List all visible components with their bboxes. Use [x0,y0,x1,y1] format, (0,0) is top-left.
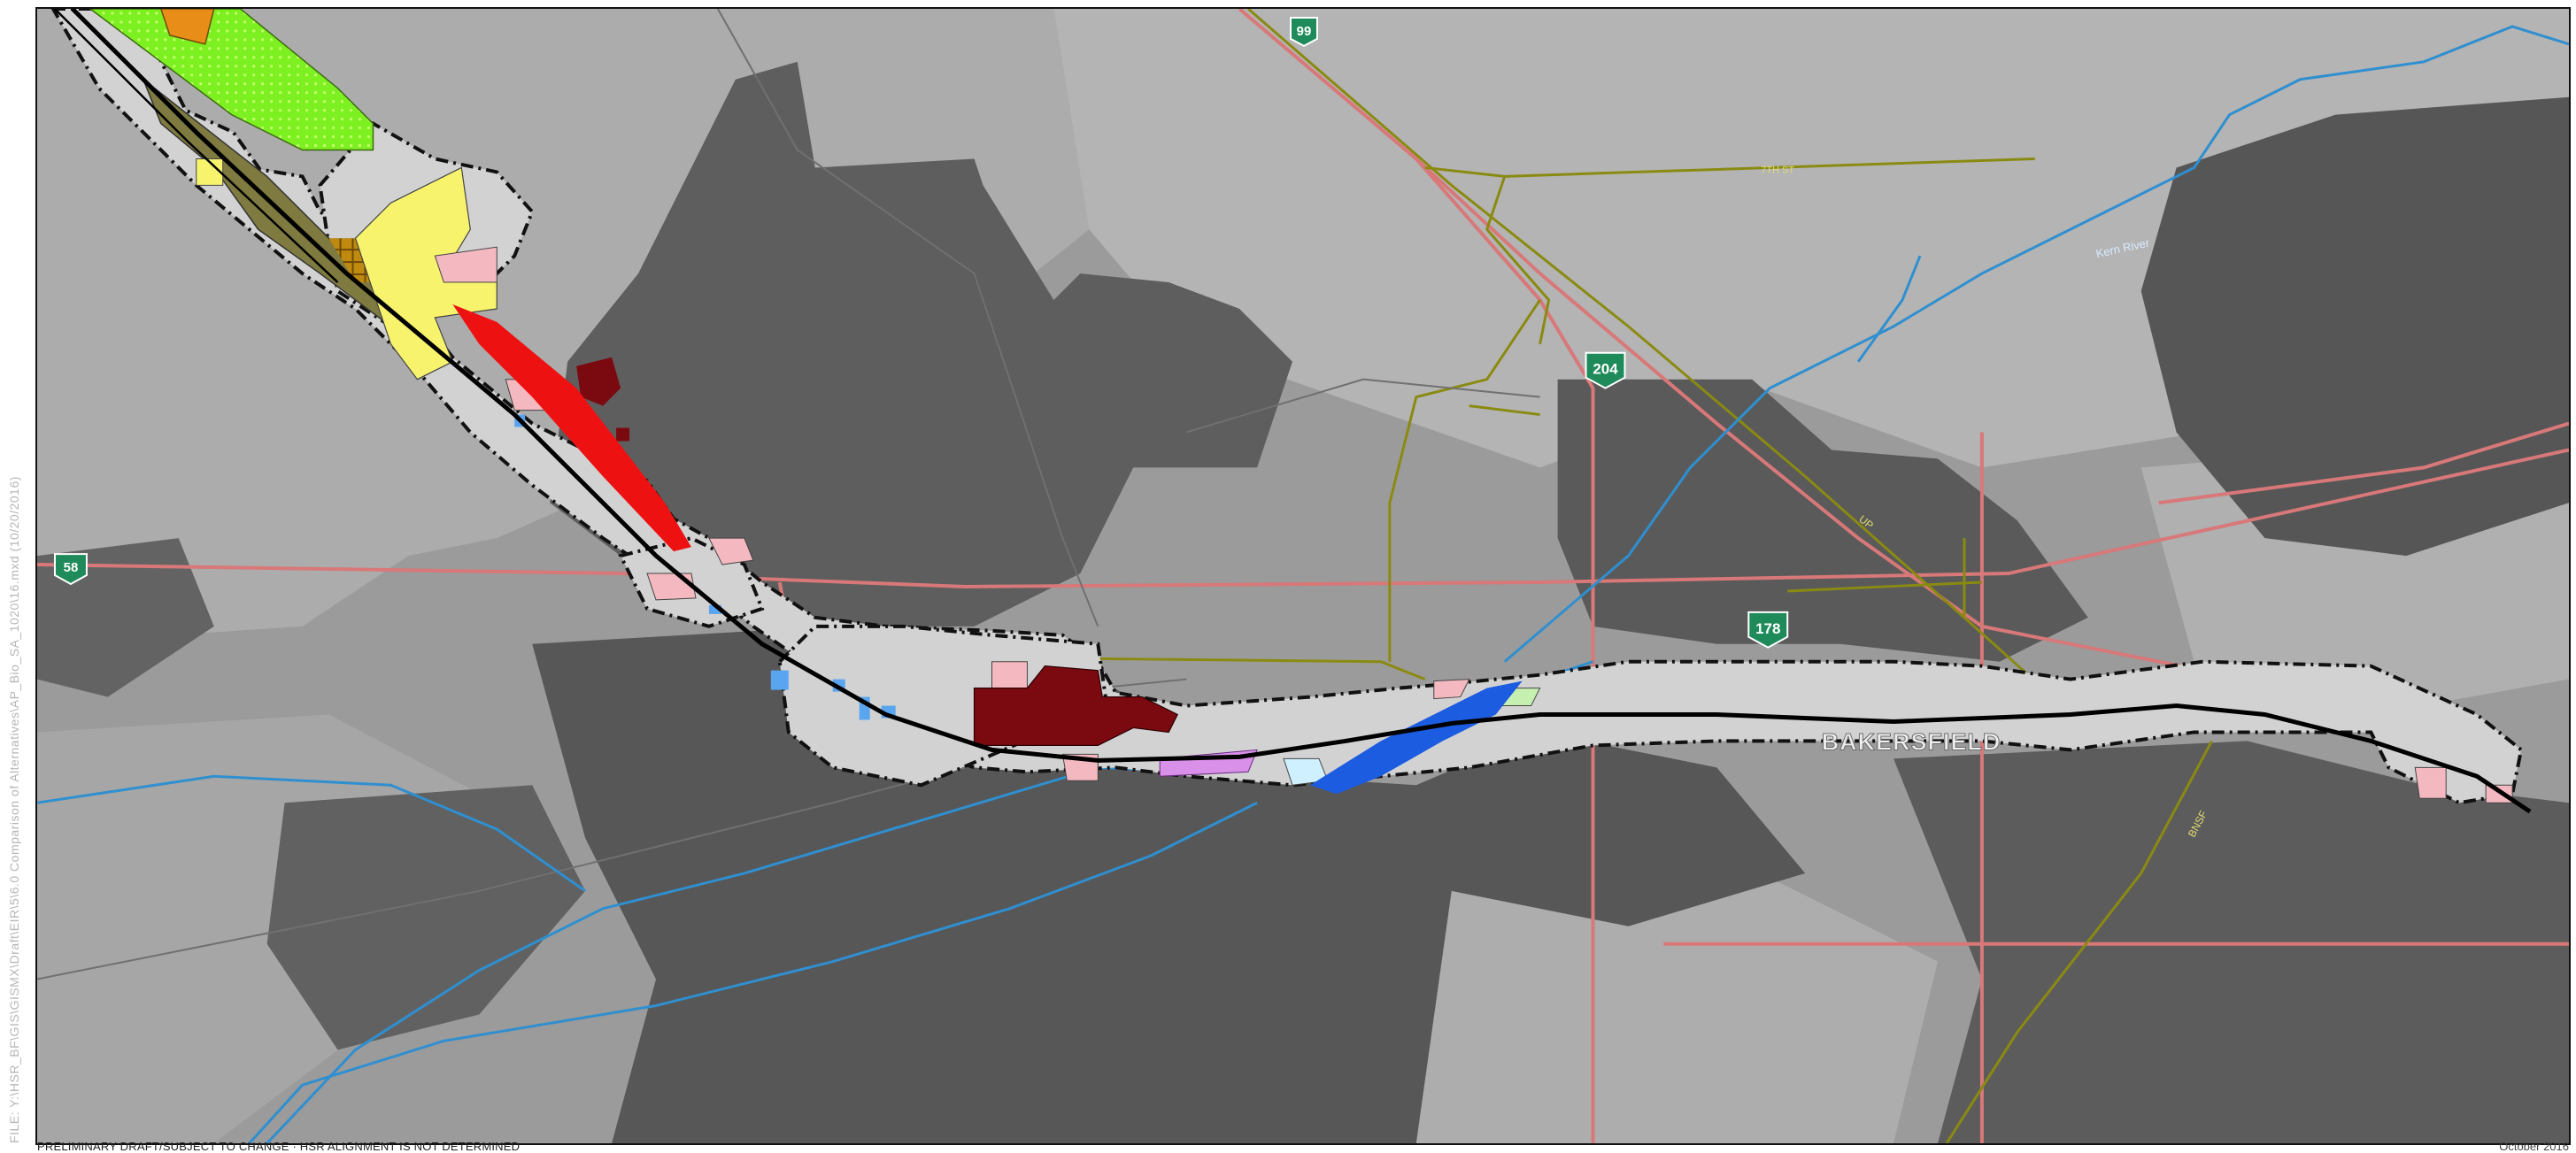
habitat-maroon-developed[interactable] [576,357,621,406]
draft-disclaimer: PRELIMINARY DRAFT/SUBJECT TO CHANGE · HS… [37,1140,521,1153]
habitat-pink[interactable] [646,573,697,601]
habitat-yellow[interactable] [354,166,497,380]
shadow-area [550,61,1293,626]
svg-text:204: 204 [1593,361,1618,378]
shadow-area [2140,96,2569,557]
map-frame[interactable]: 99 204 178 58 BAKERSFIELD Kern River 7TH… [35,7,2571,1145]
habitat-cropland-dotted[interactable] [89,9,374,151]
svg-text:178: 178 [1755,620,1780,637]
map-canvas[interactable]: 99 204 178 58 BAKERSFIELD Kern River 7TH… [37,9,2569,1143]
file-path-note: FILE: Y:\HSR_BF\GIS\GISMX\Draft\EIR\5\6.… [7,476,21,1143]
habitat-pink[interactable] [434,246,497,283]
shadow-area [266,785,586,1050]
habitat-pink[interactable] [2414,766,2447,799]
svg-text:58: 58 [64,560,79,575]
habitat-red[interactable] [452,304,691,552]
habitat-maroon-developed[interactable] [973,665,1179,747]
habitat-maroon-developed[interactable] [616,427,630,442]
route-shield-178: 178 [1747,611,1789,649]
shadow-area [1557,379,2088,662]
route-shield-204: 204 [1585,351,1626,389]
road-label-7th-st: 7TH ST [1761,165,1794,175]
habitat-pink[interactable] [991,661,1028,689]
hsr-alignment-secondary [54,9,339,283]
habitat-orange[interactable] [160,9,215,45]
habitat-pink[interactable] [2485,784,2513,803]
habitat-pink[interactable] [1433,679,1470,700]
urban-area [1407,872,1938,1143]
route-shield-99: 99 [1290,16,1318,47]
map-date: October 2016 [2499,1140,2569,1153]
habitat-yellow[interactable] [196,158,224,186]
place-label-bakersfield: BAKERSFIELD [1822,728,2001,755]
habitat-riparian-water[interactable] [1309,680,1523,795]
hsr-alignment[interactable] [71,9,2532,814]
svg-text:99: 99 [1297,24,1312,39]
habitat-pink[interactable] [708,537,754,565]
route-shield-58: 58 [53,553,88,586]
